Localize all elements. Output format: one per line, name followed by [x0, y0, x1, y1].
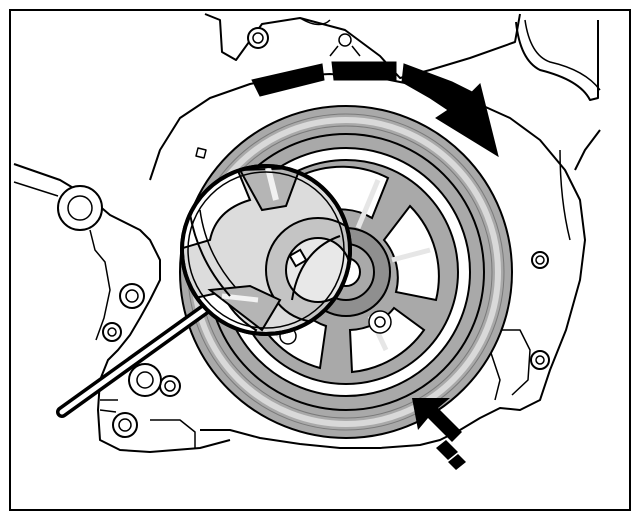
illustration-border — [9, 9, 631, 511]
engine-block — [13, 13, 601, 453]
rotation-direction-arrow — [251, 61, 499, 158]
pulley-bolts — [279, 310, 392, 345]
pointer-arrow — [412, 398, 466, 470]
magnifier-handle — [56, 304, 210, 418]
